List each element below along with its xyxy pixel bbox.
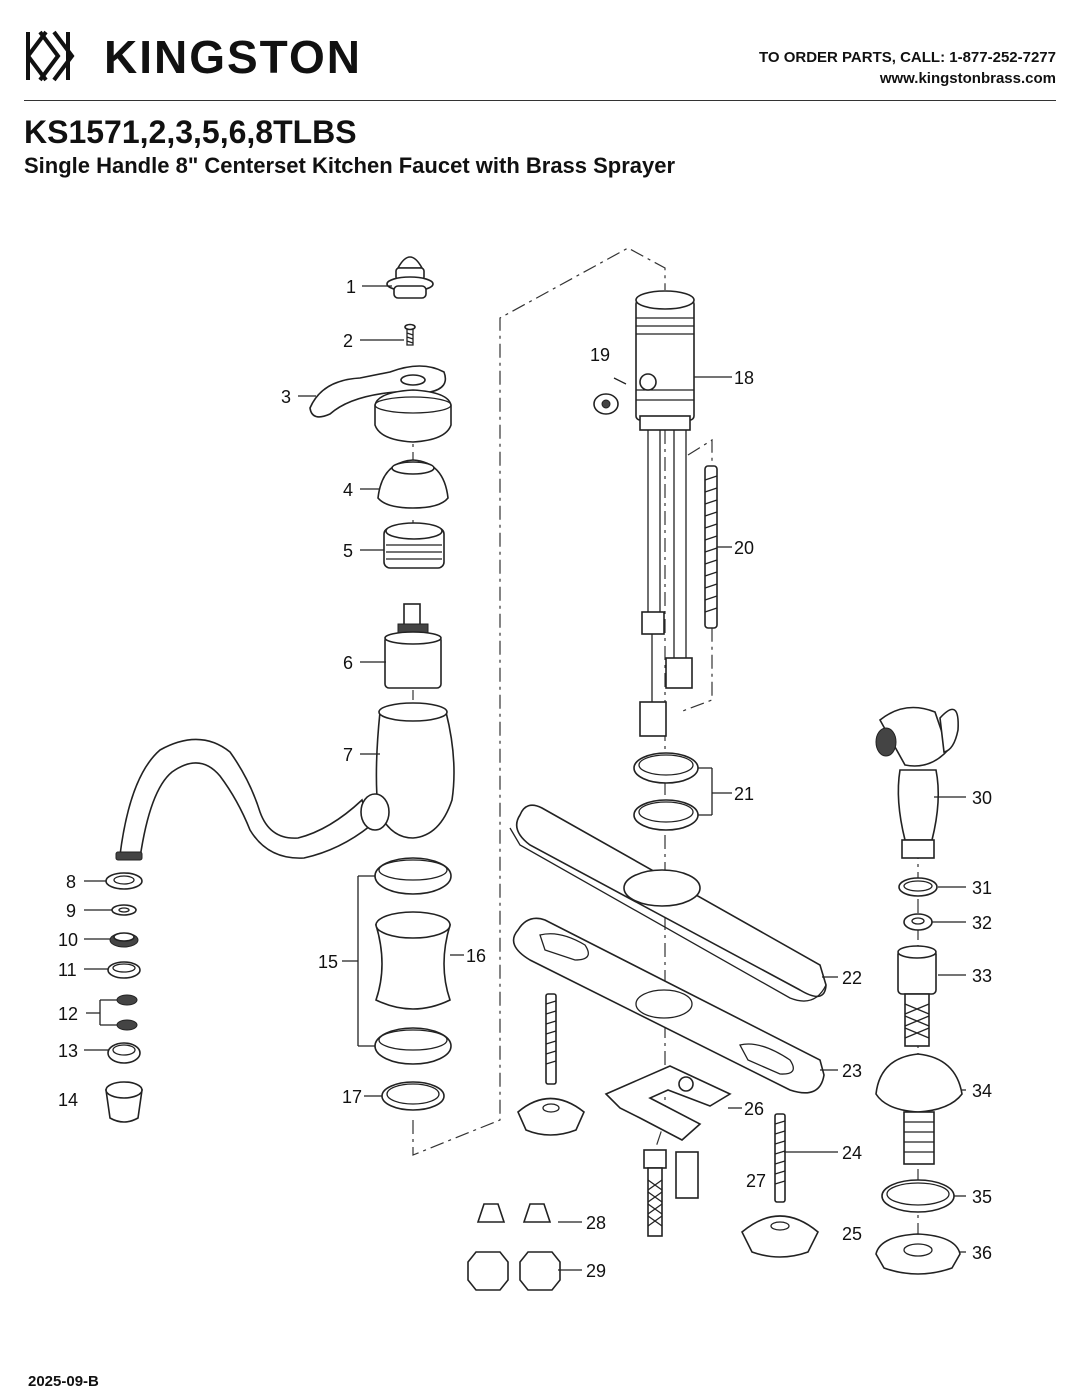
- part-3-lever-handle: [309, 365, 452, 443]
- part-35-gasket: [881, 1179, 955, 1213]
- part-25-mounting-plate: [517, 1097, 819, 1258]
- supply-line-fittings: [639, 611, 693, 737]
- part-5-bonnet-nut: [383, 522, 445, 569]
- callout-20: 20: [734, 538, 754, 558]
- part-19-check-valve: [593, 393, 619, 415]
- callout-6: 6: [343, 653, 353, 673]
- callout-31: 31: [972, 878, 992, 898]
- callout-26: 26: [744, 1099, 764, 1119]
- callout-12: 12: [58, 1004, 78, 1024]
- callout-33: 33: [972, 966, 992, 986]
- part-18-shank: [635, 290, 695, 668]
- callout-15: 15: [318, 952, 338, 972]
- callout-13: 13: [58, 1041, 78, 1061]
- order-info: TO ORDER PARTS, CALL: 1-877-252-7277 www…: [759, 47, 1056, 89]
- callout-4: 4: [343, 480, 353, 500]
- part-34-sprayer-base: [875, 1053, 963, 1165]
- website-link[interactable]: www.kingstonbrass.com: [879, 70, 1056, 87]
- part-7-spout-body: [115, 702, 455, 861]
- assembly-guide-right: [654, 430, 713, 1151]
- callout-labels: 1 2 3 4 5 6 7 8 9 10 11 12 13 14 15 16 1…: [58, 277, 992, 1281]
- part-33-hose-connector: [897, 945, 937, 1047]
- part-13-ring: [107, 1042, 141, 1064]
- callout-19: 19: [590, 345, 610, 365]
- callout-3: 3: [281, 387, 291, 407]
- part-29-compression-nuts: [467, 1251, 561, 1291]
- header-divider: [24, 100, 1056, 101]
- callout-8: 8: [66, 872, 76, 892]
- callout-22: 22: [842, 968, 862, 988]
- callout-24: 24: [842, 1143, 862, 1163]
- part-30-sprayer: [875, 706, 959, 859]
- part-2-screw: [404, 323, 416, 346]
- callout-34: 34: [972, 1081, 992, 1101]
- assembly-guide-main: [412, 247, 666, 1156]
- part-28-compression-sleeves: [476, 1203, 552, 1223]
- part-10-insert: [109, 932, 139, 948]
- part-17-o-ring: [381, 1081, 445, 1111]
- order-phone: TO ORDER PARTS, CALL: 1-877-252-7277: [758, 49, 1056, 66]
- callout-21: 21: [734, 784, 754, 804]
- callout-2: 2: [343, 331, 353, 351]
- part-11-ring: [107, 961, 141, 979]
- kingston-logo: [26, 30, 75, 82]
- part-24-stud: [774, 1113, 786, 1203]
- callout-5: 5: [343, 541, 353, 561]
- part-6-cartridge: [384, 603, 442, 689]
- callout-9: 9: [66, 901, 76, 921]
- part-4-dome-cap: [377, 459, 449, 509]
- callout-27: 27: [746, 1171, 766, 1191]
- callout-25: 25: [842, 1224, 862, 1244]
- part-14-aerator-housing: [105, 1081, 143, 1123]
- callout-16: 16: [466, 946, 486, 966]
- revision-code: 2025-09-B: [28, 1373, 99, 1390]
- callout-7: 7: [343, 745, 353, 765]
- product-description: Single Handle 8" Centerset Kitchen Fauce…: [24, 153, 676, 178]
- part-31-o-ring: [898, 877, 938, 897]
- callout-29: 29: [586, 1261, 606, 1281]
- part-1-handle-cap: [386, 256, 434, 299]
- callout-36: 36: [972, 1243, 992, 1263]
- callout-17: 17: [342, 1087, 362, 1107]
- part-32-washer: [903, 913, 933, 931]
- callout-leaders: [84, 285, 966, 1271]
- part-23-gasket: [512, 917, 825, 1094]
- supply-hose: [643, 1149, 699, 1237]
- part-8-washer: [105, 872, 143, 890]
- part-9-washer: [111, 904, 137, 916]
- callout-32: 32: [972, 913, 992, 933]
- part-20-threaded-rod: [704, 465, 718, 629]
- part-12-screens: [116, 994, 138, 1031]
- part-22-deck-plate: [509, 804, 827, 1002]
- callout-30: 30: [972, 788, 992, 808]
- part-21-o-rings: [633, 752, 699, 831]
- callout-28: 28: [586, 1213, 606, 1233]
- callout-10: 10: [58, 930, 78, 950]
- part-16-sleeve: [374, 911, 452, 1010]
- callout-1: 1: [346, 277, 356, 297]
- part-36-lock-nut: [875, 1233, 961, 1275]
- model-number: KS1571,2,3,5,6,8TLBS: [24, 114, 357, 150]
- part-15-o-rings: [374, 857, 452, 1065]
- callout-35: 35: [972, 1187, 992, 1207]
- logo-mark-icon: [26, 30, 75, 82]
- part-26-bracket: [604, 1065, 732, 1141]
- callout-23: 23: [842, 1061, 862, 1081]
- callout-14: 14: [58, 1090, 78, 1110]
- callout-18: 18: [734, 368, 754, 388]
- brand-name: KINGSTON: [104, 31, 362, 83]
- callout-11: 11: [58, 960, 77, 980]
- part-27-stud-left: [545, 993, 557, 1085]
